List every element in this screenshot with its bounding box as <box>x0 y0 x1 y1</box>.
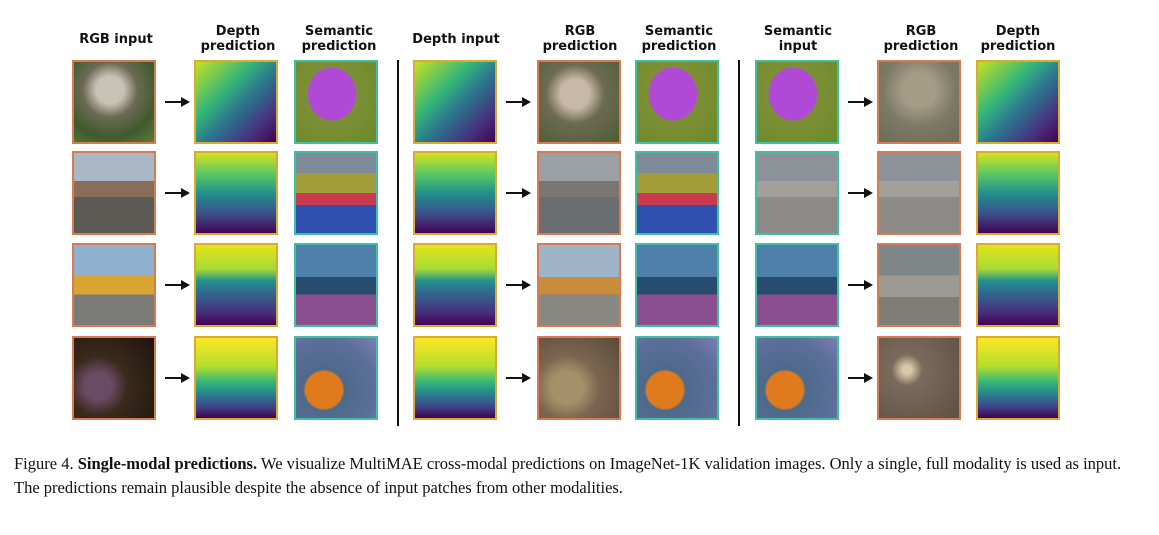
caption-title: Single-modal predictions. <box>77 454 258 473</box>
image-rgb-pred-cat <box>537 60 621 144</box>
panel-divider-2 <box>738 60 740 426</box>
image-depth-pred-still-life <box>194 336 278 420</box>
header-semantic-prediction-1: Semantic prediction <box>301 24 377 54</box>
image-depth-pred-city-2 <box>976 151 1060 235</box>
image-semantic-pred-bus-2 <box>635 243 719 327</box>
image-semantic-pred-city-2 <box>635 151 719 235</box>
image-semantic-input-cat <box>755 60 839 144</box>
arrow-icon <box>506 96 532 108</box>
image-rgb-input-city <box>72 151 156 235</box>
image-rgb-input-bus <box>72 243 156 327</box>
image-rgb-input-still-life <box>72 336 156 420</box>
image-semantic-pred-cat <box>294 60 378 144</box>
image-semantic-input-city <box>755 151 839 235</box>
image-semantic-pred-still-life-2 <box>635 336 719 420</box>
header-rgb-prediction-2: RGB prediction <box>883 24 959 54</box>
header-depth-prediction-1: Depth prediction <box>200 24 276 54</box>
arrow-icon <box>506 279 532 291</box>
image-depth-pred-still-life-2 <box>976 336 1060 420</box>
caption-body: We visualize MultiMAE cross-modal predic… <box>14 454 1122 497</box>
arrow-icon <box>506 372 532 384</box>
header-depth-prediction-2: Depth prediction <box>980 24 1056 54</box>
image-depth-input-cat <box>413 60 497 144</box>
image-rgb-pred-bus <box>537 243 621 327</box>
arrow-icon <box>165 279 191 291</box>
image-rgb-pred-city-2 <box>877 151 961 235</box>
image-depth-input-bus <box>413 243 497 327</box>
header-rgb-prediction-1: RGB prediction <box>542 24 618 54</box>
arrow-icon <box>848 187 874 199</box>
arrow-icon <box>848 279 874 291</box>
image-depth-input-city <box>413 151 497 235</box>
arrow-icon <box>165 96 191 108</box>
header-semantic-prediction-2: Semantic prediction <box>641 24 717 54</box>
arrow-icon <box>165 187 191 199</box>
image-rgb-pred-still-life <box>537 336 621 420</box>
image-rgb-pred-city <box>537 151 621 235</box>
image-rgb-input-cat <box>72 60 156 144</box>
image-depth-pred-bus-2 <box>976 243 1060 327</box>
image-depth-pred-cat <box>194 60 278 144</box>
header-rgb-input: RGB input <box>79 32 153 47</box>
image-rgb-pred-still-life-2 <box>877 336 961 420</box>
image-semantic-pred-cat-2 <box>635 60 719 144</box>
arrow-icon <box>848 96 874 108</box>
image-depth-input-still-life <box>413 336 497 420</box>
image-rgb-pred-bus-2 <box>877 243 961 327</box>
arrow-icon <box>506 187 532 199</box>
image-semantic-input-still-life <box>755 336 839 420</box>
image-depth-pred-city <box>194 151 278 235</box>
image-semantic-pred-bus <box>294 243 378 327</box>
caption-prefix: Figure 4. <box>14 454 78 473</box>
arrow-icon <box>848 372 874 384</box>
panel-divider-1 <box>397 60 399 426</box>
image-semantic-input-bus <box>755 243 839 327</box>
arrow-icon <box>165 372 191 384</box>
image-semantic-pred-still-life <box>294 336 378 420</box>
image-rgb-pred-cat-2 <box>877 60 961 144</box>
image-depth-pred-cat-2 <box>976 60 1060 144</box>
figure-caption: Figure 4. Single-modal predictions. We v… <box>14 452 1144 500</box>
image-depth-pred-bus <box>194 243 278 327</box>
header-depth-input: Depth input <box>412 32 500 47</box>
header-semantic-input: Semantic input <box>763 24 833 54</box>
image-semantic-pred-city <box>294 151 378 235</box>
